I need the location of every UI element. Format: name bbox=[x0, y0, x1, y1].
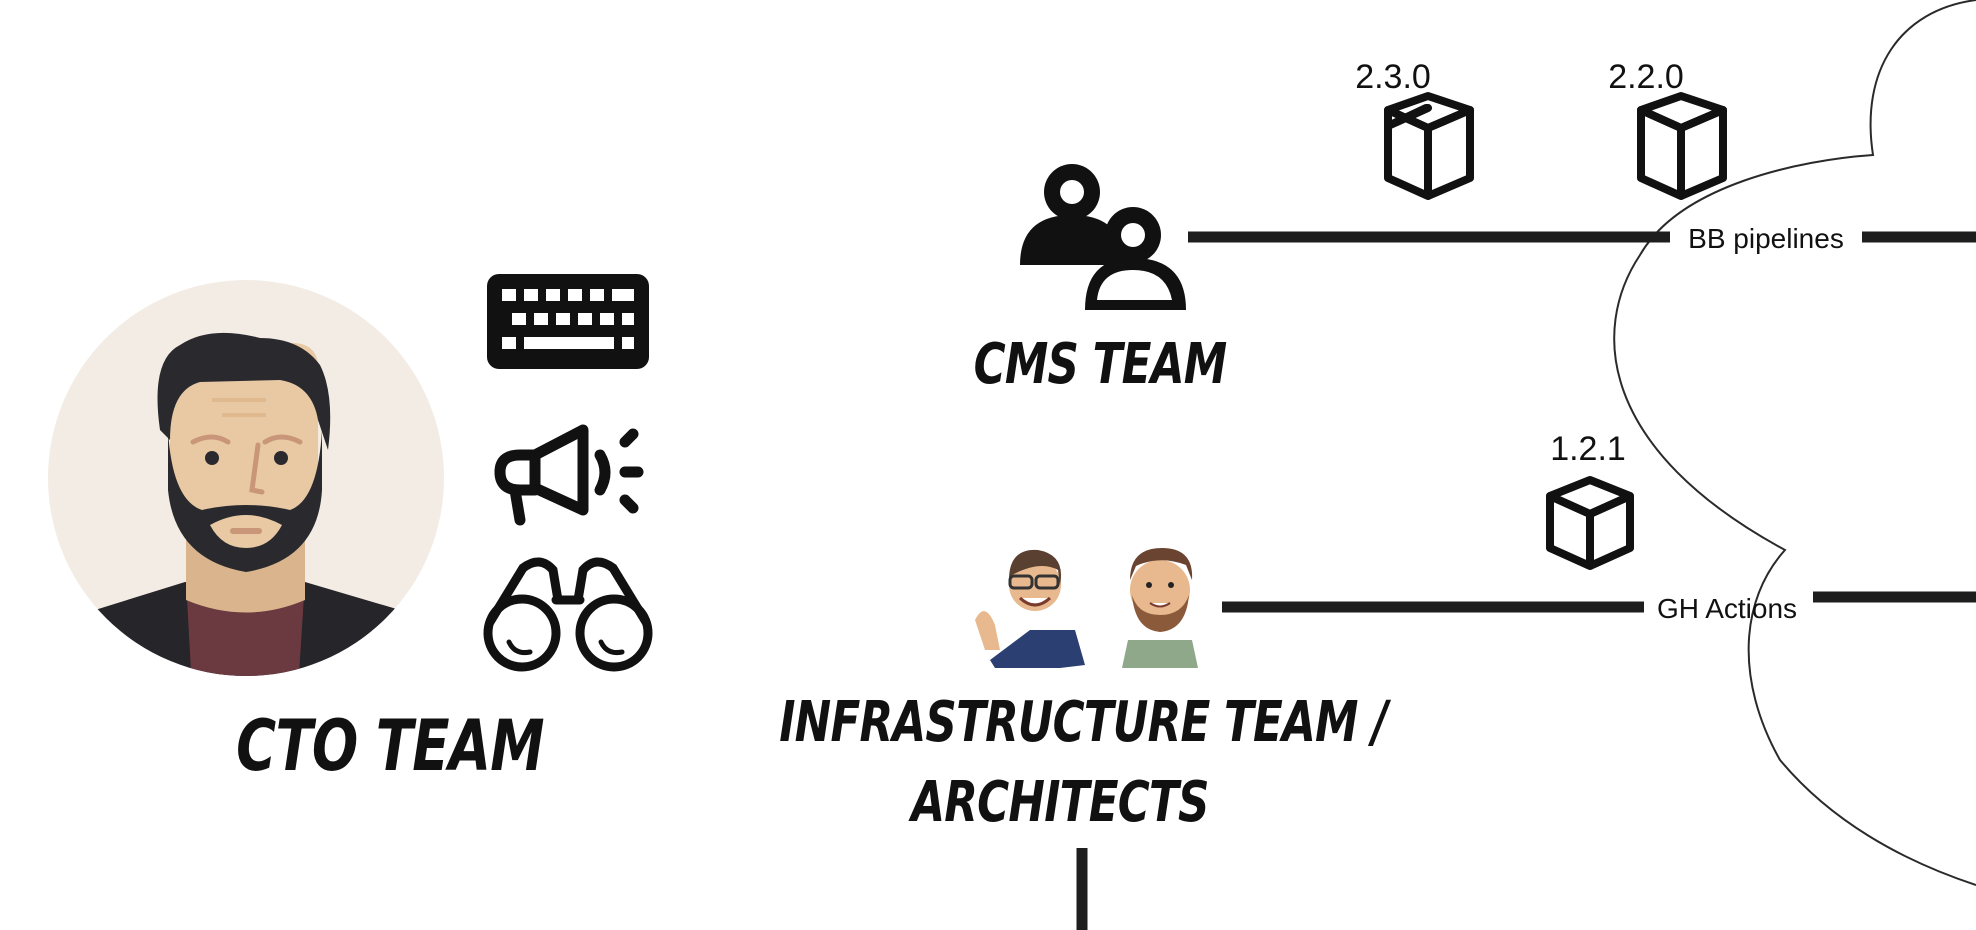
keyboard-icon bbox=[487, 274, 649, 369]
version-label: 2.2.0 bbox=[1608, 58, 1684, 96]
people-group-icon bbox=[1020, 164, 1186, 310]
pipeline-label-bb: BB pipelines bbox=[1688, 223, 1844, 254]
package-cube-icon bbox=[1637, 92, 1727, 200]
infra-avatar-1 bbox=[975, 549, 1085, 668]
infra-team-title-line2: ARCHITECTS bbox=[911, 770, 1209, 835]
pipeline-label-gh: GH Actions bbox=[1657, 593, 1797, 624]
cms-team-title: CMS TEAM bbox=[973, 332, 1228, 397]
version-label: 1.2.1 bbox=[1550, 430, 1626, 468]
cto-team-title: CTO TEAM bbox=[236, 705, 544, 787]
binoculars-icon bbox=[483, 557, 653, 672]
cto-avatar bbox=[48, 280, 444, 676]
package-cube-icon bbox=[1546, 476, 1634, 570]
infra-team-title-line1: INFRASTRUCTURE TEAM / bbox=[779, 690, 1388, 755]
connector-lines bbox=[1076, 231, 1976, 930]
package-cube-icon bbox=[1384, 92, 1474, 200]
cloud-shape bbox=[1613, 0, 1976, 886]
version-label: 2.3.0 bbox=[1355, 58, 1431, 96]
megaphone-icon bbox=[494, 424, 644, 526]
infra-avatar-2 bbox=[1122, 548, 1198, 668]
